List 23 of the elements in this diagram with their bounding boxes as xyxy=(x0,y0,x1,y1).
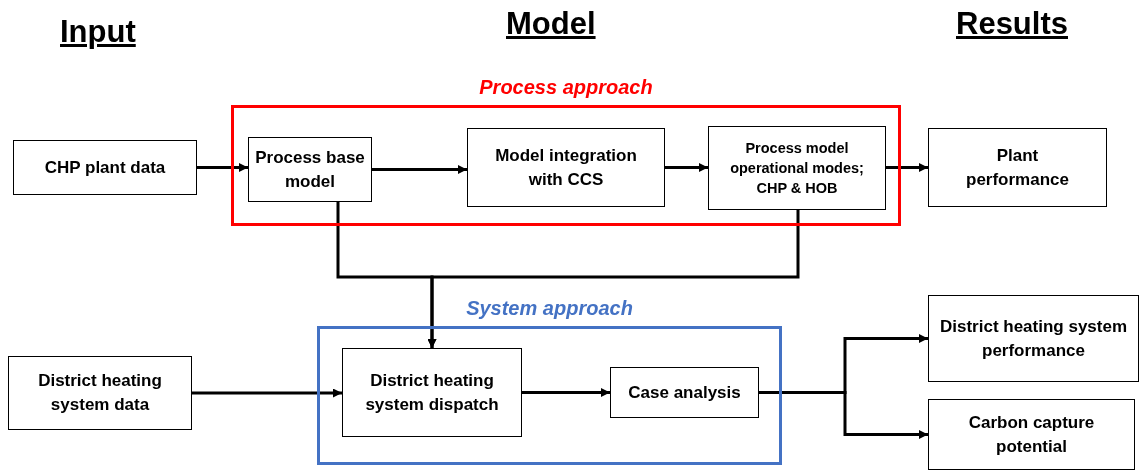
arrow xyxy=(665,163,708,172)
group-title: System approach xyxy=(465,297,634,320)
process-box: District heating system performance xyxy=(928,295,1139,382)
process-box: District heating system dispatch xyxy=(342,348,522,437)
arrow xyxy=(759,391,928,439)
column-heading: Results xyxy=(956,6,1068,42)
process-box: District heating system data xyxy=(8,356,192,430)
process-box: Case analysis xyxy=(610,367,759,418)
process-box: Process base model xyxy=(248,137,372,202)
arrow xyxy=(522,388,610,397)
arrow xyxy=(886,163,928,172)
process-box: Model integration with CCS xyxy=(467,128,665,207)
arrow xyxy=(372,165,467,174)
process-box: CHP plant data xyxy=(13,140,197,195)
arrow xyxy=(427,210,800,348)
column-heading: Input xyxy=(60,14,136,50)
group-title: Process approach xyxy=(478,76,654,99)
process-box: Process model operational modes; CHP & HOB xyxy=(708,126,886,210)
column-heading: Model xyxy=(506,6,596,42)
process-box: Carbon capture potential xyxy=(928,399,1135,470)
arrow xyxy=(192,388,342,398)
process-box: Plant performance xyxy=(928,128,1107,207)
arrow xyxy=(197,163,248,172)
